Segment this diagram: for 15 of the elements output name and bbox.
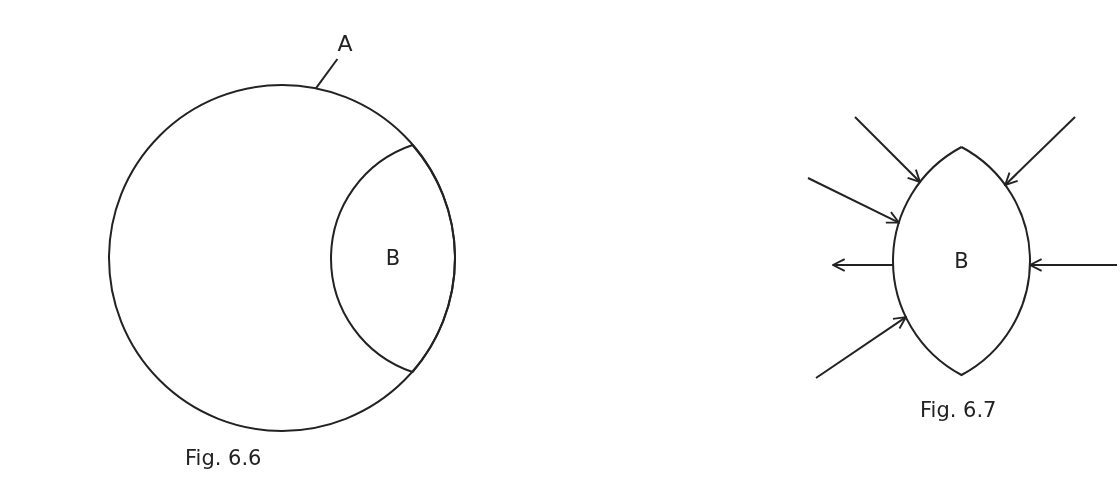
crescent-region: [331, 144, 455, 372]
region-label: B: [954, 250, 969, 272]
region-label: B: [385, 247, 401, 269]
arrow: [815, 316, 907, 379]
arrow: [807, 177, 900, 224]
figure-caption: Fig. 6.6: [185, 446, 262, 470]
arrow: [854, 116, 921, 183]
lens-shape: [893, 147, 1030, 375]
leader-line: [314, 58, 339, 90]
figure-caption: Fig. 6.7: [920, 398, 997, 422]
circle-label: A: [334, 31, 356, 59]
arrow: [1004, 116, 1076, 186]
circle: [109, 85, 455, 431]
arrow: [832, 258, 895, 272]
arrow: [1028, 258, 1118, 272]
